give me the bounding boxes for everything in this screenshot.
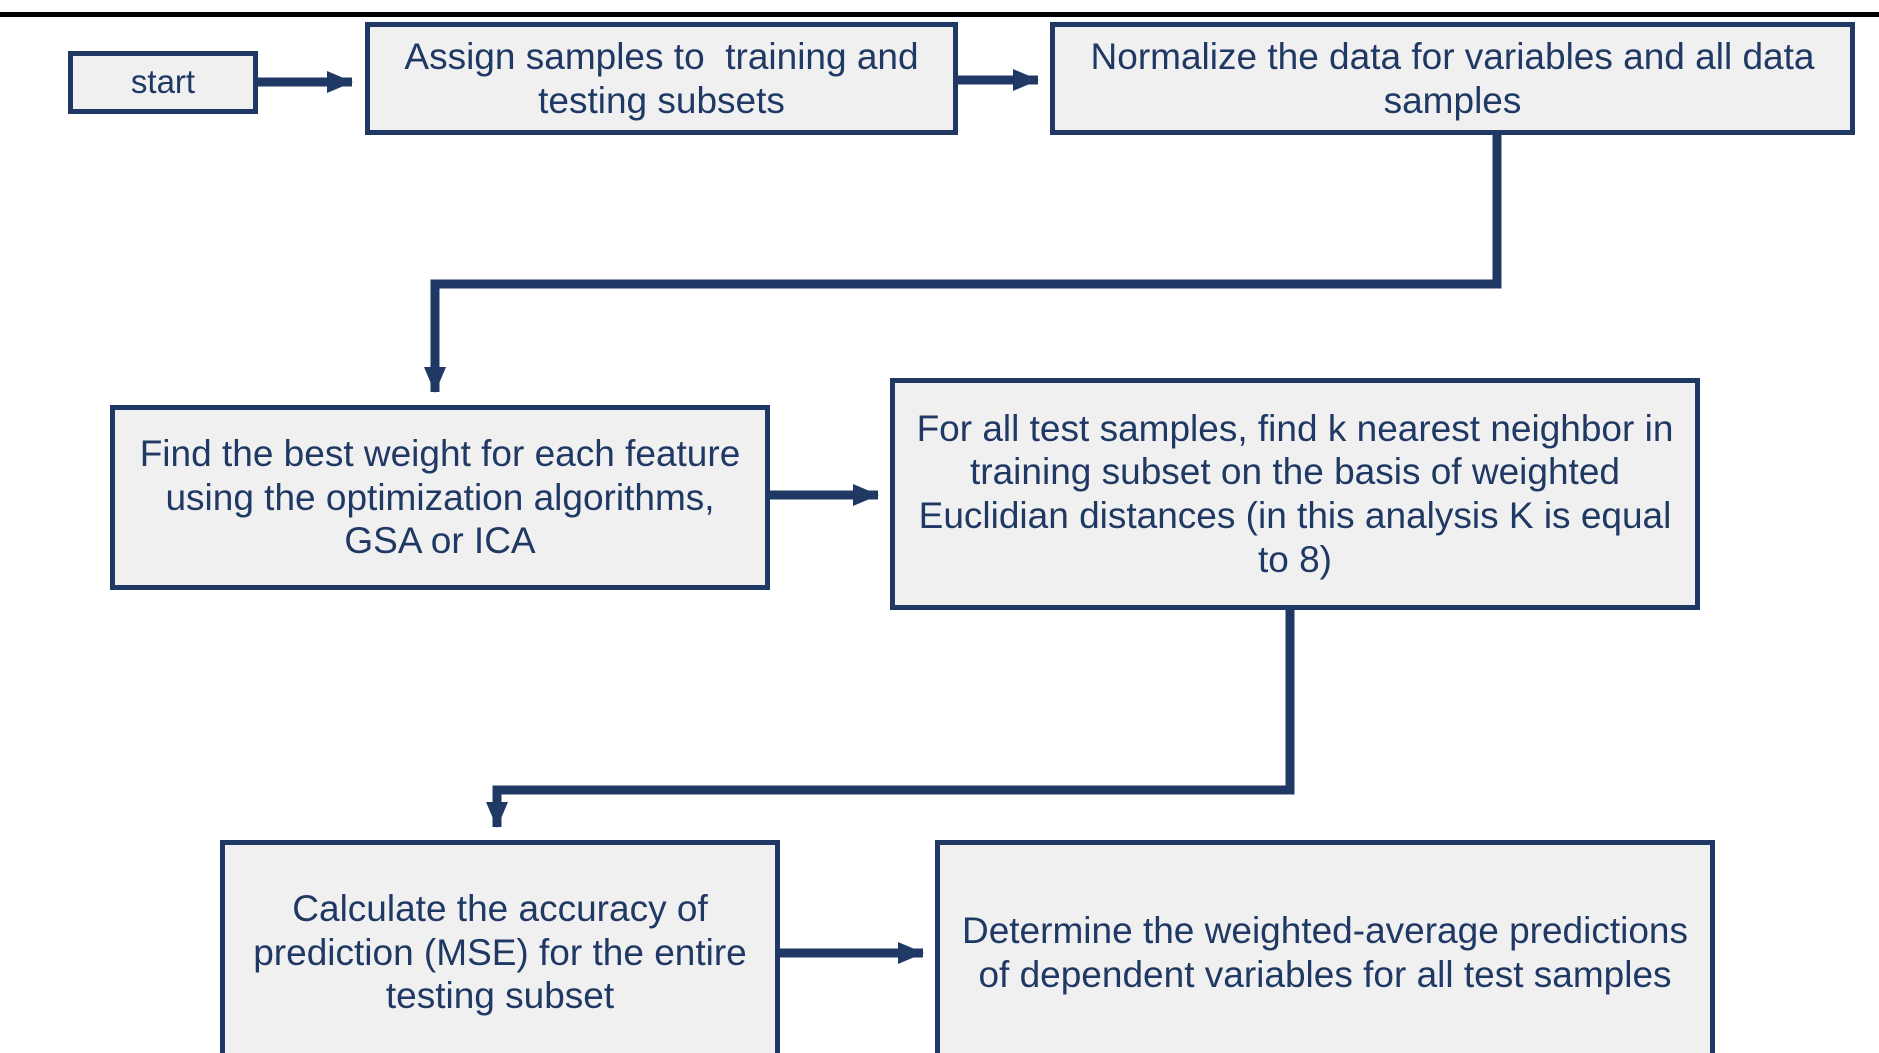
node-k-nearest-neighbor-label: For all test samples, find k nearest nei…	[916, 407, 1684, 580]
node-calculate-mse-label: Calculate the accuracy of prediction (MS…	[253, 888, 758, 1017]
node-start[interactable]: start	[68, 51, 258, 114]
node-normalize-data-label: Normalize the data for variables and all…	[1090, 35, 1825, 121]
node-normalize-data[interactable]: Normalize the data for variables and all…	[1050, 22, 1855, 135]
edge-normalize-to-find-weight	[424, 135, 1502, 393]
node-start-label: start	[130, 63, 196, 101]
top-horizontal-rule	[0, 12, 1879, 17]
node-k-nearest-neighbor[interactable]: For all test samples, find k nearest nei…	[890, 378, 1700, 610]
node-determine-predictions[interactable]: Determine the weighted-average predictio…	[935, 840, 1715, 1053]
edge-knn-to-mse	[486, 610, 1295, 828]
node-calculate-mse[interactable]: Calculate the accuracy of prediction (MS…	[220, 840, 780, 1053]
node-find-best-weight-label: Find the best weight for each feature us…	[139, 433, 751, 562]
node-determine-predictions-label: Determine the weighted-average predictio…	[961, 909, 1699, 995]
node-assign-samples-label: Assign samples to training and testing s…	[404, 35, 929, 121]
node-assign-samples[interactable]: Assign samples to training and testing s…	[365, 22, 958, 135]
node-find-best-weight[interactable]: Find the best weight for each feature us…	[110, 405, 770, 590]
